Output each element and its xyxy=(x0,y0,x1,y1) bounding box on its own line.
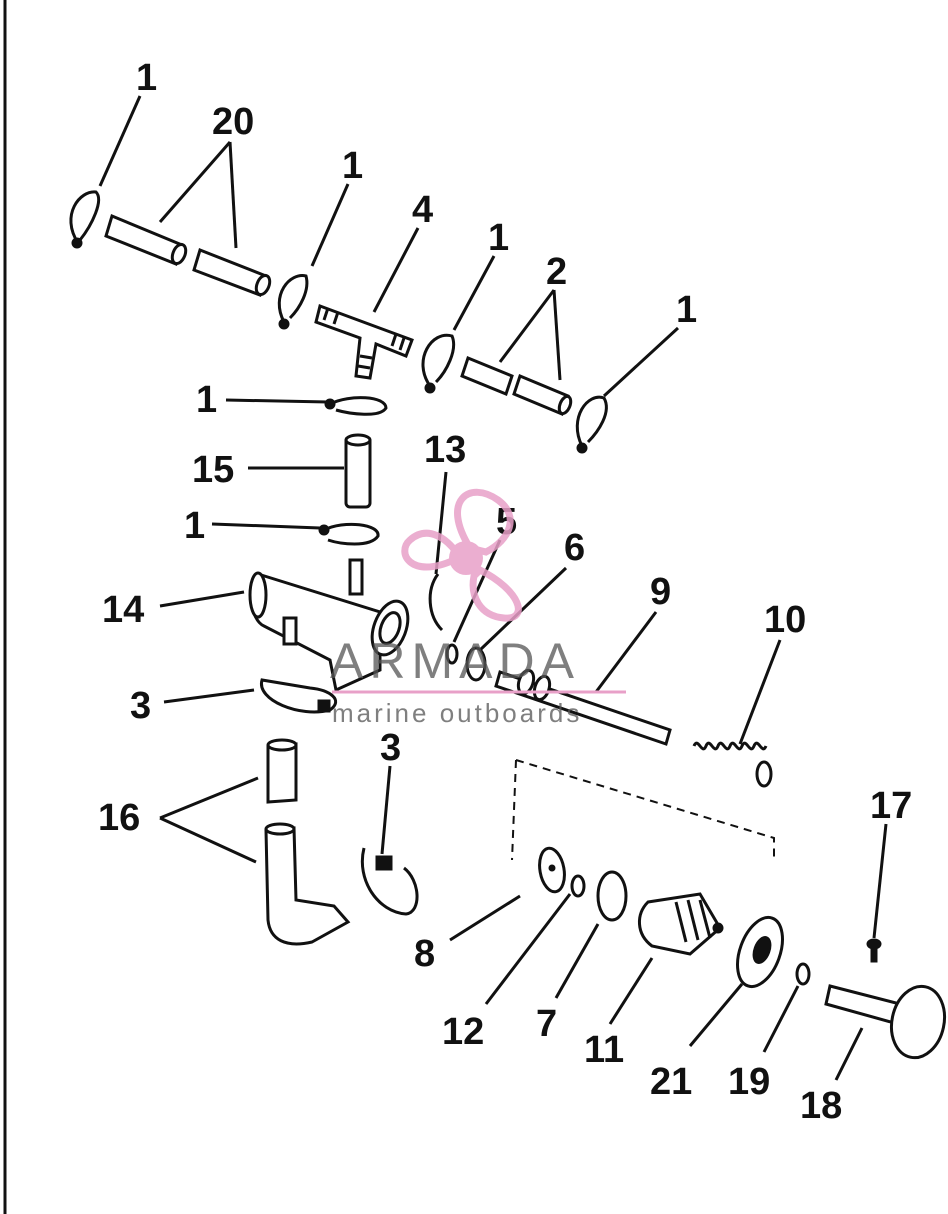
retaining-ring-part-13 xyxy=(428,573,444,632)
valve-stem-part-9 xyxy=(494,668,672,746)
oring-part-7 xyxy=(596,870,628,922)
callout-label: 10 xyxy=(764,599,806,641)
callout-labels: 1 20 1 4 1 2 1 1 15 13 1 5 6 9 10 14 3 1… xyxy=(98,57,912,1127)
watermark-tagline: marine outboards xyxy=(332,698,582,728)
watermark-brand: ARMADA xyxy=(330,633,580,689)
callout-label: 12 xyxy=(442,1011,484,1053)
propeller-logo-icon xyxy=(401,488,522,622)
clamp-part-1f xyxy=(318,522,380,546)
clamp-part-1c xyxy=(421,333,455,394)
oring-part-5 xyxy=(445,643,459,665)
callout-label: 6 xyxy=(564,527,585,569)
tee-fitting-part-4 xyxy=(314,304,414,380)
valve-body-part-14 xyxy=(248,558,410,693)
hose-part-20a xyxy=(104,213,188,266)
callout-label: 17 xyxy=(870,785,912,827)
hose-part-16b xyxy=(264,822,351,946)
callout-label: 16 xyxy=(98,797,140,839)
screw-part-17 xyxy=(866,938,882,963)
oring-part-6 xyxy=(465,646,487,682)
leader-lines xyxy=(98,95,888,1081)
callout-label: 2 xyxy=(546,251,567,293)
assembly-bracket xyxy=(511,759,775,862)
clamp-part-1e xyxy=(324,396,388,416)
callout-label: 3 xyxy=(130,685,151,727)
callout-label: 7 xyxy=(536,1003,557,1045)
callout-label: 9 xyxy=(650,571,671,613)
watermark: ARMADA marine outboards xyxy=(330,488,626,728)
callout-label: 20 xyxy=(212,101,254,143)
spring-part-10 xyxy=(692,741,773,788)
knob-part-18 xyxy=(824,984,947,1060)
callout-label: 18 xyxy=(800,1085,842,1127)
callout-label: 4 xyxy=(412,189,433,231)
hose-part-20b xyxy=(192,248,272,297)
callout-label: 1 xyxy=(342,145,363,187)
clamp-part-1a xyxy=(69,190,101,249)
bushing-part-21 xyxy=(736,915,784,989)
nut-part-11 xyxy=(638,892,724,956)
hose-part-2a xyxy=(460,356,514,396)
hose-part-15 xyxy=(344,433,372,509)
callout-label: 21 xyxy=(650,1061,692,1103)
hose-part-2b xyxy=(512,373,573,417)
callout-label: 1 xyxy=(136,57,157,99)
hose-part-16a xyxy=(266,738,298,804)
clamp-part-1d xyxy=(575,395,608,454)
clamp-part-1b xyxy=(277,274,309,330)
callout-label: 1 xyxy=(196,379,217,421)
callout-label: 8 xyxy=(414,933,435,975)
oring-part-12 xyxy=(570,874,586,898)
callout-label: 1 xyxy=(676,289,697,331)
callout-label: 19 xyxy=(728,1061,770,1103)
oring-part-19 xyxy=(795,962,811,986)
clamp-part-3b xyxy=(360,847,419,916)
clamp-part-3a xyxy=(260,678,338,714)
callout-label: 14 xyxy=(102,589,144,631)
callout-label: 1 xyxy=(488,217,509,259)
callout-label: 11 xyxy=(584,1029,624,1071)
callout-label: 13 xyxy=(424,429,466,471)
callout-label: 3 xyxy=(380,727,401,769)
callout-label: 1 xyxy=(184,505,205,547)
washer-part-8 xyxy=(538,846,566,894)
callout-label: 15 xyxy=(192,449,234,491)
